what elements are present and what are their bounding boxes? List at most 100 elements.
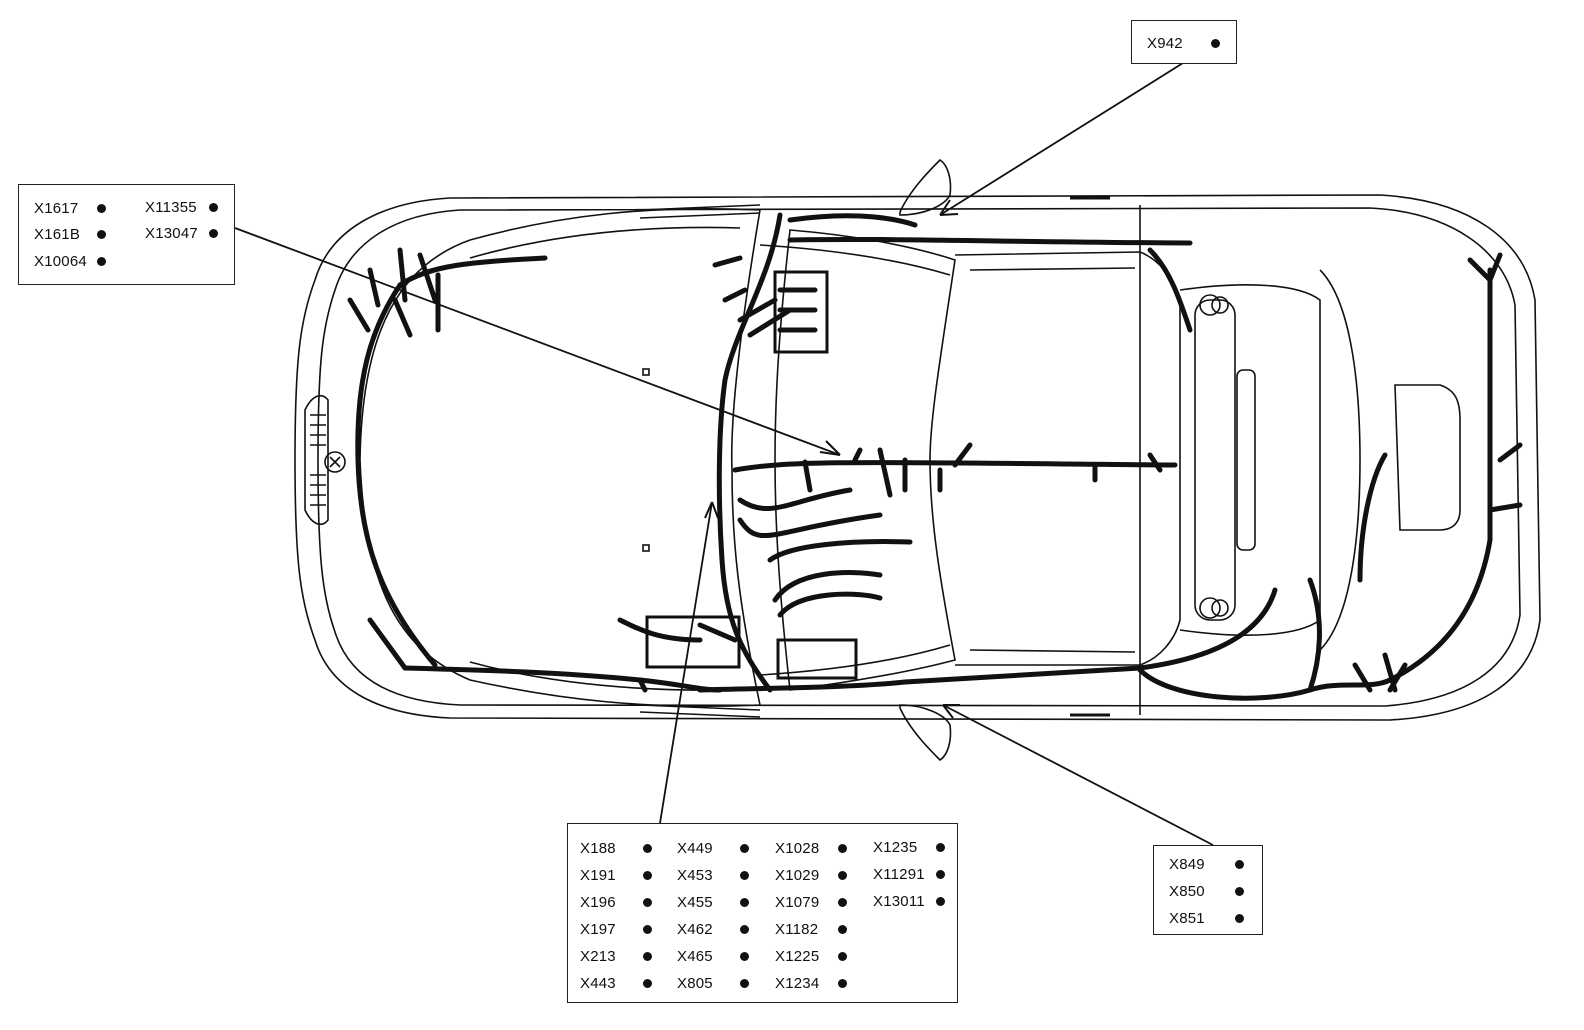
connector-code: X197 xyxy=(580,921,616,938)
connector-label: X455 xyxy=(677,894,749,911)
connector-dot-icon xyxy=(209,229,218,238)
connector-code: X453 xyxy=(677,867,713,884)
leader-arrow-bottom-center xyxy=(704,501,719,519)
connector-label: X213 xyxy=(580,948,652,965)
connector-dot-icon xyxy=(838,871,847,880)
connector-dot-icon xyxy=(97,204,106,213)
connector-label: X449 xyxy=(677,840,749,857)
connector-dot-icon xyxy=(209,203,218,212)
connector-label: X197 xyxy=(580,921,652,938)
connector-dot-icon xyxy=(838,898,847,907)
connector-code: X1234 xyxy=(775,975,820,992)
connector-label: X453 xyxy=(677,867,749,884)
connector-dot-icon xyxy=(740,925,749,934)
connector-code: X849 xyxy=(1169,856,1205,873)
leader-line-bottom-right xyxy=(942,704,1214,846)
connector-dot-icon xyxy=(643,952,652,961)
connector-code: X10064 xyxy=(34,253,87,270)
connector-label: X850 xyxy=(1169,883,1244,900)
connector-dot-icon xyxy=(936,897,945,906)
connector-dot-icon xyxy=(838,844,847,853)
connector-label: X13011 xyxy=(873,893,945,910)
connector-box-bottom-right xyxy=(1153,845,1263,935)
connector-code: X1182 xyxy=(775,921,819,938)
connector-dot-icon xyxy=(740,952,749,961)
connector-label: X10064 xyxy=(34,253,106,270)
connector-code: X1029 xyxy=(775,867,820,884)
connector-dot-icon xyxy=(740,844,749,853)
connector-dot-icon xyxy=(740,871,749,880)
connector-code: X191 xyxy=(580,867,616,884)
connector-code: X213 xyxy=(580,948,616,965)
connector-dot-icon xyxy=(838,952,847,961)
leader-line-top-left xyxy=(234,227,841,456)
connector-dot-icon xyxy=(1211,39,1220,48)
connector-code: X449 xyxy=(677,840,713,857)
connector-label: X11355 xyxy=(145,199,218,216)
connector-label: X13047 xyxy=(145,225,218,242)
connector-label: X443 xyxy=(580,975,652,992)
connector-dot-icon xyxy=(936,843,945,852)
connector-dot-icon xyxy=(1235,860,1244,869)
connector-dot-icon xyxy=(1235,914,1244,923)
connector-code: X851 xyxy=(1169,910,1205,927)
connector-label: X1234 xyxy=(775,975,847,992)
connector-label: X1182 xyxy=(775,921,847,938)
connector-code: X1235 xyxy=(873,839,918,856)
connector-dot-icon xyxy=(838,925,847,934)
connector-label: X465 xyxy=(677,948,749,965)
connector-code: X942 xyxy=(1147,35,1183,52)
connector-code: X1028 xyxy=(775,840,820,857)
connector-label: X1617 xyxy=(34,200,106,217)
leader-arrow-top-left xyxy=(819,440,841,456)
connector-code: X11355 xyxy=(145,199,197,216)
connector-label: X1235 xyxy=(873,839,945,856)
connector-label: X191 xyxy=(580,867,652,884)
connector-label: X161B xyxy=(34,226,106,243)
connector-dot-icon xyxy=(643,898,652,907)
connector-dot-icon xyxy=(643,979,652,988)
connector-code: X13011 xyxy=(873,893,925,910)
connector-dot-icon xyxy=(838,979,847,988)
connector-code: X13047 xyxy=(145,225,198,242)
leader-arrow-top-right xyxy=(939,199,959,216)
connector-label: X1225 xyxy=(775,948,847,965)
connector-code: X11291 xyxy=(873,866,925,883)
connector-code: X188 xyxy=(580,840,616,857)
connector-code: X455 xyxy=(677,894,713,911)
connector-code: X1225 xyxy=(775,948,820,965)
connector-dot-icon xyxy=(1235,887,1244,896)
leader-arrow-bottom-right xyxy=(942,704,960,719)
leader-lines xyxy=(234,62,1214,846)
connector-label: X851 xyxy=(1169,910,1244,927)
connector-label: X805 xyxy=(677,975,749,992)
connector-code: X850 xyxy=(1169,883,1205,900)
connector-dot-icon xyxy=(643,871,652,880)
connector-code: X1079 xyxy=(775,894,820,911)
connector-dot-icon xyxy=(740,898,749,907)
connector-label: X462 xyxy=(677,921,749,938)
connector-code: X196 xyxy=(580,894,616,911)
connector-label: X11291 xyxy=(873,866,945,883)
connector-label: X849 xyxy=(1169,856,1244,873)
connector-box-top-left xyxy=(18,184,235,285)
connector-dot-icon xyxy=(643,844,652,853)
connector-code: X462 xyxy=(677,921,713,938)
connector-code: X465 xyxy=(677,948,713,965)
connector-code: X805 xyxy=(677,975,713,992)
connector-label: X188 xyxy=(580,840,652,857)
connector-code: X443 xyxy=(580,975,616,992)
leader-line-bottom-center xyxy=(659,501,713,824)
connector-code: X161B xyxy=(34,226,81,243)
leader-line-top-right xyxy=(939,62,1184,216)
connector-code: X1617 xyxy=(34,200,79,217)
connector-label: X1029 xyxy=(775,867,847,884)
connector-dot-icon xyxy=(97,230,106,239)
connector-dot-icon xyxy=(740,979,749,988)
connector-dot-icon xyxy=(97,257,106,266)
connector-box-bottom-center xyxy=(567,823,958,1003)
connector-dot-icon xyxy=(643,925,652,934)
connector-label: X942 xyxy=(1147,35,1220,52)
connector-label: X1079 xyxy=(775,894,847,911)
